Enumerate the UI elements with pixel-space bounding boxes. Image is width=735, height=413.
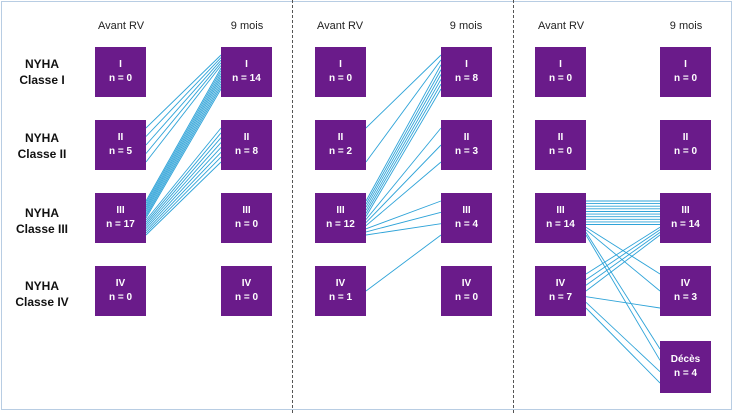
panel2-link-3-to-3 [365,223,442,236]
panel1-link-3-to-1 [145,70,222,204]
panel2-link-3-to-2 [365,144,442,223]
panel2-before-header: Avant RV [316,20,364,32]
panel1-link-3-to-1 [145,78,222,210]
panel2-link-2-to-1 [365,59,442,163]
panel2-link-3-to-2 [365,161,442,227]
panel1-link-2-to-1 [145,62,222,154]
panel1-link-2-to-1 [145,54,222,129]
panel1-link-3-to-2 [145,156,222,234]
panel2-after-header: 9 mois [449,20,483,32]
panel1-link-3-to-2 [145,137,222,225]
panel2-link-4-to-3 [365,234,442,292]
panel1-link-3-to-2 [145,142,222,227]
panel2-link-3-to-2 [365,127,442,220]
panel3-link-3-to-5 [585,232,661,350]
panel3-link-4-to-3 [585,232,661,286]
panel2-link-3-to-1 [365,79,442,211]
panel1-before-header: Avant RV [97,20,145,32]
panel3-before-header: Avant RV [537,20,585,32]
panel3-link-3-to-5 [585,234,661,361]
panel1-link-3-to-1 [145,67,222,202]
panel1-link-2-to-1 [145,59,222,146]
panel1-after-header: 9 mois [230,20,264,32]
panel3-link-4-to-3 [585,229,661,281]
panel1-link-3-to-2 [145,132,222,223]
panel2-link-3-to-1 [365,69,442,205]
panel3-link-3-to-4 [585,229,661,292]
panel2-link-3-to-1 [365,88,442,217]
panel1-link-2-to-1 [145,65,222,163]
panel1-link-3-to-2 [145,161,222,236]
panel1-link-3-to-2 [145,127,222,221]
panel1-link-3-to-1 [145,80,222,212]
panel3-link-4-to-5 [585,307,661,384]
panel1-link-3-to-1 [145,75,222,208]
panel1-link-3-to-2 [145,151,222,232]
panel3-link-4-to-3 [585,234,661,292]
panel1-link-3-to-1 [145,86,222,217]
panel3-link-4-to-5 [585,301,661,373]
panel2-link-3-to-1 [365,83,442,214]
panel2-link-2-to-1 [365,54,442,129]
panel3-after-header: 9 mois [669,20,703,32]
panel2-link-3-to-1 [365,64,442,202]
panel1-link-2-to-1 [145,57,222,137]
panel3-link-4-to-3 [585,226,661,275]
panel2-link-3-to-3 [365,211,442,233]
panel1-link-3-to-2 [145,147,222,229]
panel1-link-3-to-1 [145,73,222,206]
panel-divider-1 [292,0,293,413]
panel1-link-3-to-1 [145,88,222,219]
panel3-link-4-to-4 [585,296,661,309]
panel2-link-3-to-1 [365,74,442,208]
panel-divider-2 [513,0,514,413]
panel1-link-3-to-1 [145,83,222,215]
panel2-link-3-to-3 [365,200,442,230]
